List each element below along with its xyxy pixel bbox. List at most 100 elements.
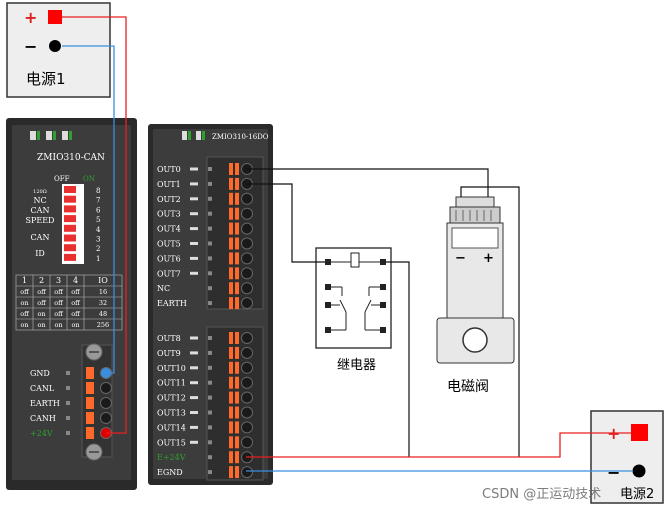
- dip-switch-number: 4: [96, 226, 101, 234]
- do-lower-terminal-screw: [241, 406, 253, 419]
- dip-switch-toggle: [64, 215, 76, 223]
- io-table-cell: off: [54, 299, 64, 307]
- dip-switch[interactable]: [62, 184, 84, 264]
- do-lower-terminal-pin: [208, 380, 212, 385]
- do-lower-terminal-lever: [235, 451, 239, 464]
- do-upper-terminal-lever: [235, 237, 239, 250]
- do-upper-terminal-lever: [229, 282, 233, 295]
- do-lower-terminal-screw: [241, 436, 253, 449]
- power2-minus-label: −: [607, 463, 620, 482]
- do-upper-terminal-label: OUT3: [157, 210, 181, 219]
- do-lower-terminal-lever: [235, 346, 239, 359]
- can-terminal-label: CANL: [30, 384, 55, 393]
- power1-negative-terminal: [49, 40, 61, 52]
- dip-group-label: ID: [35, 249, 45, 258]
- io-table-cell: on: [54, 321, 62, 329]
- io-table-cell: off: [54, 288, 64, 296]
- do-upper-terminal-label: OUT6: [157, 254, 181, 263]
- dip-switch-number: 1: [96, 255, 100, 263]
- wire-valve-minus: [460, 186, 520, 457]
- io-table-cell: on: [20, 321, 28, 329]
- do-lower-terminal-screw: [241, 332, 253, 344]
- can-terminal-screw: [100, 412, 112, 424]
- do-upper-terminal-pin: [208, 181, 212, 186]
- do-lower-terminal-lever: [229, 376, 233, 389]
- do-lower-terminal-label: OUT8: [157, 334, 181, 343]
- io-table-cell: on: [37, 310, 45, 318]
- can-terminal-lever: [86, 412, 94, 424]
- do-upper-terminal-lever: [235, 207, 239, 220]
- power2-negative-terminal: [632, 464, 646, 478]
- dip-switch-toggle: [64, 234, 76, 242]
- dip-switch-toggle: [64, 244, 76, 252]
- io-table-header-cell: 3: [56, 276, 61, 285]
- do-lower-terminal-pin: [208, 425, 212, 430]
- do-lower-terminal-screw: [241, 361, 253, 374]
- io-table-cell: off: [54, 310, 64, 318]
- do-upper-terminal-lever: [229, 192, 233, 205]
- do-lower-terminal-lever: [229, 466, 233, 479]
- do-upper-terminal-pin: [208, 256, 212, 261]
- io-table-cell: off: [37, 299, 47, 307]
- dip-group-label: NC: [33, 196, 46, 205]
- do-lower-terminal-lever: [235, 406, 239, 419]
- can-terminal-screw: [100, 382, 112, 394]
- can-terminal-label: GND: [30, 369, 50, 378]
- power1-positive-terminal: [48, 10, 62, 24]
- do-upper-terminal-pin: [208, 196, 212, 201]
- do-lower-terminal-led: [190, 351, 198, 355]
- do-lower-terminal-label: OUT10: [157, 364, 186, 373]
- can-terminal-led: [66, 401, 70, 405]
- do-lower-terminal-lever: [229, 391, 233, 404]
- can-module-title: ZMIO310-CAN: [37, 153, 105, 163]
- dip-switch-number: 5: [96, 216, 100, 224]
- do-upper-terminal-screw: [241, 252, 253, 265]
- do-upper-terminal-led: [190, 227, 198, 231]
- valve-plus-label: +: [483, 251, 494, 266]
- do-lower-terminal-pin: [208, 365, 212, 370]
- power-supply-2: + − 电源2: [590, 410, 664, 504]
- do-upper-terminal-lever: [235, 163, 239, 175]
- dip-switch-number: 2: [96, 245, 100, 253]
- dip-off-label: OFF: [54, 175, 70, 183]
- can-terminal-led: [66, 386, 70, 390]
- do-lower-terminal-screw: [241, 346, 253, 359]
- solenoid-valve: − + 电磁阀: [436, 196, 515, 395]
- dip-switch-toggle: [64, 195, 76, 203]
- do-lower-terminal-led: [190, 336, 198, 340]
- do-lower-terminal-lever: [235, 421, 239, 434]
- can-terminal-label: +24V: [30, 429, 53, 438]
- can-terminal-lever: [86, 397, 94, 409]
- io-table-header-cell: 1: [22, 276, 27, 285]
- wire-out1-relay: [246, 183, 325, 263]
- do-lower-terminal-screw: [241, 421, 253, 434]
- do-upper-terminal-label: OUT7: [157, 269, 181, 278]
- dip-switch-number: 7: [96, 197, 100, 205]
- do-lower-terminal-label: OUT15: [157, 438, 186, 447]
- do-upper-terminal-lever: [229, 237, 233, 250]
- dip-switch-number: 3: [96, 236, 100, 244]
- do-lower-terminal-label: OUT12: [157, 394, 186, 403]
- dip-switch-toggle: [64, 205, 76, 213]
- do-upper-terminal-lever: [235, 282, 239, 295]
- do-module-title: ZMIO310-16DO: [212, 133, 269, 141]
- valve-label: 电磁阀: [447, 379, 489, 395]
- do-lower-terminal-label: OUT9: [157, 349, 181, 358]
- can-terminal-label: CANH: [30, 414, 56, 423]
- do-upper-terminal-led: [190, 197, 198, 201]
- can-terminal-led: [66, 416, 70, 420]
- relay: 继电器: [315, 247, 392, 373]
- do-lower-terminal-lever: [229, 361, 233, 374]
- do-upper-terminal-pin: [208, 271, 212, 276]
- io-table-cell: on: [37, 321, 45, 329]
- do-lower-terminal-label: EGND: [157, 468, 183, 477]
- do-lower-terminal-lever: [229, 421, 233, 434]
- dip-group-label: CAN: [31, 206, 50, 215]
- do-upper-terminal-lever: [229, 177, 233, 190]
- do-lower-terminal-label: OUT14: [157, 423, 186, 432]
- do-module: ZMIO310-16DO OUT0OUT1OUT2OUT3OUT4OUT5OUT…: [148, 124, 273, 485]
- do-upper-terminal-lever: [229, 297, 233, 310]
- do-upper-terminal-lever: [235, 252, 239, 265]
